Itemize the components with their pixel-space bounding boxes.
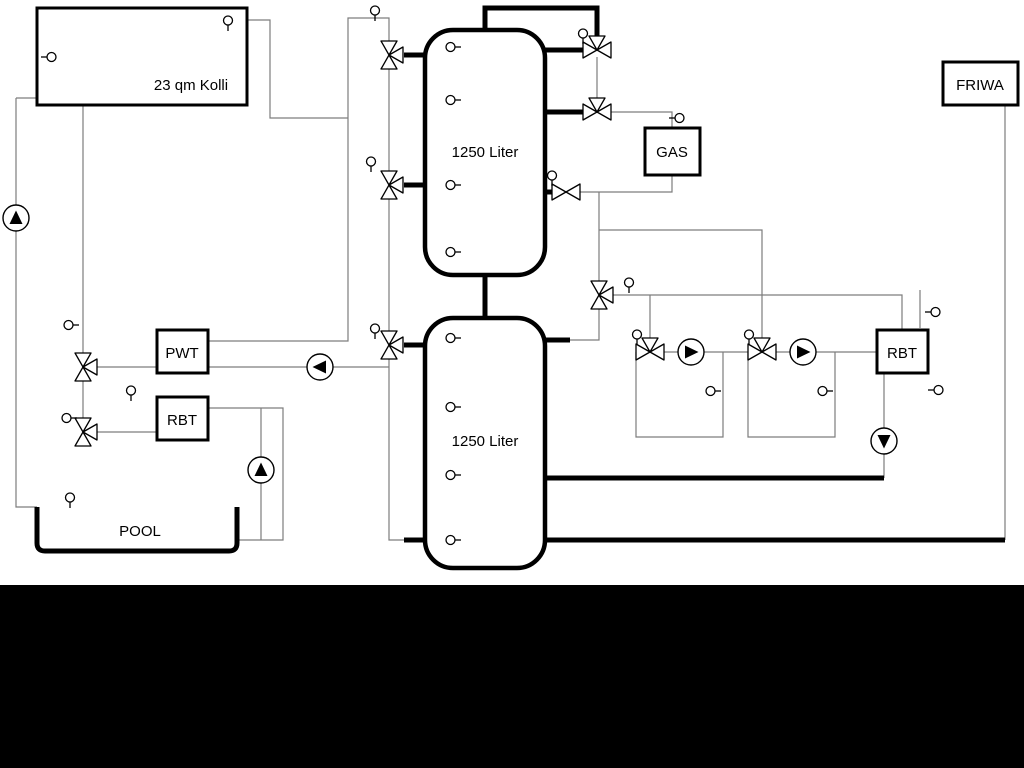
temperature-sensor-icon bbox=[365, 156, 377, 173]
two-way-valve-icon bbox=[551, 183, 581, 201]
pump-icon bbox=[2, 204, 30, 232]
collector-label: 23 qm Kolli bbox=[154, 77, 228, 94]
temperature-sensor-icon bbox=[125, 385, 137, 402]
buffer-tank-top bbox=[422, 27, 548, 278]
three-way-valve-icon bbox=[582, 35, 612, 59]
rbt-left-label: RBT bbox=[167, 412, 197, 429]
temperature-sensor-icon bbox=[623, 277, 635, 294]
three-way-valve-icon bbox=[380, 330, 404, 360]
three-way-valve-icon bbox=[582, 97, 612, 121]
three-way-valve-icon bbox=[747, 337, 777, 361]
three-way-valve-icon bbox=[74, 352, 98, 382]
temperature-sensor-icon bbox=[705, 385, 722, 397]
solar-collector-box bbox=[35, 6, 249, 107]
pump-icon bbox=[677, 338, 705, 366]
tank-bottom-label: 1250 Liter bbox=[452, 433, 519, 450]
three-way-valve-icon bbox=[635, 337, 665, 361]
gas-boiler-box bbox=[643, 126, 702, 177]
temperature-sensor-icon bbox=[924, 306, 941, 318]
pool-basin bbox=[34, 507, 240, 554]
pool-label: POOL bbox=[119, 523, 161, 540]
three-way-valve-icon bbox=[380, 170, 404, 200]
temperature-sensor-icon bbox=[63, 319, 80, 331]
pump-icon bbox=[306, 353, 334, 381]
bottom-black-band bbox=[0, 585, 1024, 768]
pwt-label: PWT bbox=[165, 345, 198, 362]
pipe-network-thin bbox=[15, 17, 1006, 541]
friwa-box bbox=[941, 60, 1020, 107]
gas-label: GAS bbox=[656, 144, 688, 161]
temperature-sensor-icon bbox=[577, 28, 589, 45]
pwt-heat-exchanger-box bbox=[155, 328, 210, 375]
temperature-sensor-icon bbox=[546, 170, 558, 187]
pipe-network-thick bbox=[404, 5, 1005, 543]
temperature-sensor-icon bbox=[61, 412, 78, 424]
rbt-right-label: RBT bbox=[887, 345, 917, 362]
three-way-valve-icon bbox=[74, 417, 98, 447]
temperature-sensor-icon bbox=[631, 329, 643, 346]
temperature-sensor-icon bbox=[927, 384, 944, 396]
pump-icon bbox=[247, 456, 275, 484]
rbt-right-box bbox=[875, 328, 930, 375]
friwa-label: FRIWA bbox=[956, 77, 1004, 94]
three-way-valve-icon bbox=[590, 280, 614, 310]
pump-icon bbox=[789, 338, 817, 366]
rbt-left-box bbox=[155, 395, 210, 442]
temperature-sensor-icon bbox=[743, 329, 755, 346]
buffer-tank-bottom bbox=[422, 315, 548, 571]
temperature-sensor-icon bbox=[668, 112, 685, 124]
temperature-sensor-icon bbox=[369, 5, 381, 22]
tank-top-label: 1250 Liter bbox=[452, 144, 519, 161]
pump-icon bbox=[870, 427, 898, 455]
temperature-sensor-icon bbox=[64, 492, 76, 509]
three-way-valve-icon bbox=[380, 40, 404, 70]
temperature-sensor-icon bbox=[369, 323, 381, 340]
temperature-sensor-icon bbox=[817, 385, 834, 397]
